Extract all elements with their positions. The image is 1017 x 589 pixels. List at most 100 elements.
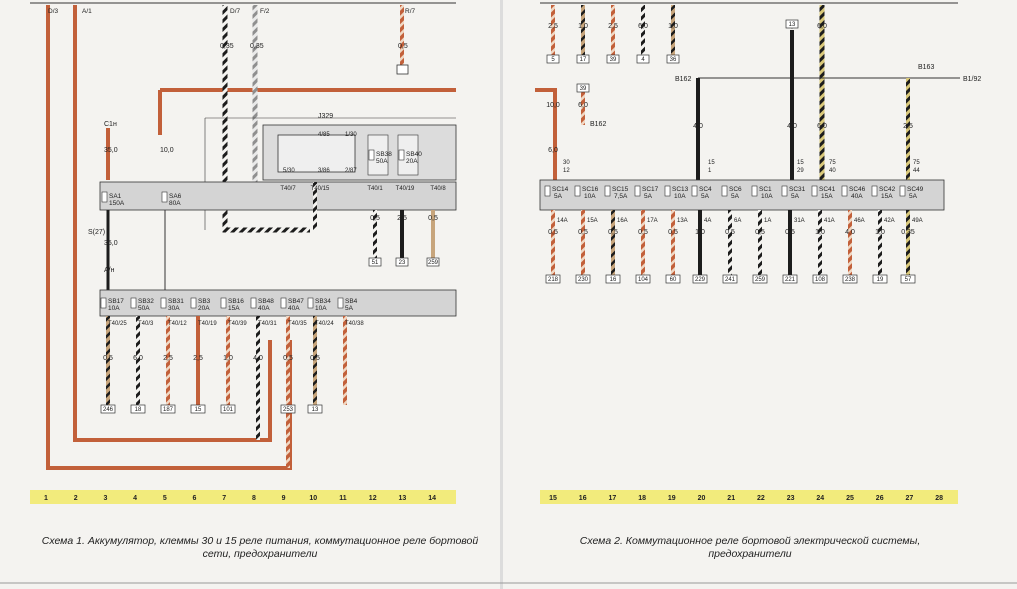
left-diagram (30, 2, 457, 504)
connector-terminal-label: T40/38 (345, 321, 364, 327)
fuse-rating: 40A (851, 193, 863, 200)
pin-label: 75 (829, 160, 836, 166)
right-diagram (535, 2, 960, 504)
fuse-icon (100, 297, 107, 309)
wire-gauge-label: 4,0 (845, 229, 855, 236)
fuse-rating: 15A (228, 305, 240, 312)
b162-label-2: B162 (590, 121, 606, 128)
fuse-name: SC16 (582, 186, 599, 193)
fuse-name: SC31 (789, 186, 806, 193)
axis-number-right: 18 (638, 495, 646, 502)
wire-black-white-d7 (222, 5, 310, 233)
fuse-name: SC6 (729, 186, 742, 193)
axis-number-left: 13 (399, 495, 407, 502)
fuse-name: SC49 (907, 186, 924, 193)
axis-number-left: 8 (252, 495, 256, 502)
fuse-icon (899, 185, 906, 197)
wire-gauge-label: 6,0 (548, 147, 558, 154)
fuse-icon (130, 297, 137, 309)
fuse-icon (398, 149, 405, 161)
fuse-name: SA6 (169, 193, 182, 200)
connector-a-label: A/н (104, 267, 115, 274)
wire-end-box-label: 60 (670, 277, 677, 283)
pin-label: 29 (797, 168, 804, 174)
wire-end-box (130, 404, 146, 414)
wire-gauge-label: 6,0 (578, 102, 588, 109)
fuse-rating: 5A (909, 193, 918, 200)
fuse-name: SB32 (138, 298, 154, 305)
wire-gauge-label: 2,5 (903, 123, 913, 130)
relay-pin-label: 1/30 (345, 132, 357, 138)
connector-terminal-label: T40/7 (280, 186, 296, 192)
wire-end-box (785, 19, 799, 29)
wire-end-box-label: 19 (877, 277, 884, 283)
wire-gauge-label: 1,0 (578, 23, 588, 30)
axis-number-right: 27 (906, 495, 914, 502)
wire-end-box (575, 274, 591, 284)
pin-label: 1 (708, 168, 712, 174)
fuse-name: SC41 (819, 186, 836, 193)
wire-gauge-label: 35,0 (104, 147, 118, 154)
fuse-name: SB47 (288, 298, 304, 305)
relay-j329 (277, 134, 356, 173)
fuse-rating: 5A (345, 305, 354, 312)
fuse-rating: 40A (288, 305, 300, 312)
wire-end-box (900, 274, 916, 284)
b163-label: B163 (918, 64, 934, 71)
fuse-icon (544, 185, 551, 197)
wire-end-box-label: 13 (789, 22, 796, 28)
wire-end-box-label: 39 (580, 86, 587, 92)
axis-number-right: 15 (549, 495, 557, 502)
wire-end-box-label: 253 (283, 407, 294, 413)
fuse-icon (160, 297, 167, 309)
wire-end-box-label: 241 (725, 277, 736, 283)
fuse-name: SB38 (376, 151, 392, 158)
wire-gauge-label: 0,5 (578, 229, 588, 236)
wire-red-loop-inner (73, 5, 272, 442)
wire-gauge-label: 0,5 (370, 215, 380, 222)
axis-number-left: 6 (193, 495, 197, 502)
axis-number-right: 21 (727, 495, 735, 502)
fuse-rating: 20A (406, 158, 418, 165)
connector-terminal-label: 14A (557, 218, 568, 224)
connector-terminal-label: 31A (794, 218, 805, 224)
relay-pin-label: 3/86 (318, 168, 330, 174)
wire-end-box (842, 274, 858, 284)
b192-label: B1/92 (963, 76, 981, 83)
wire-gauge-label: 6,0 (133, 355, 143, 362)
connector-terminal-label: T40/24 (315, 321, 334, 327)
fuse-icon (871, 185, 878, 197)
connector-terminal-label: 15A (587, 218, 598, 224)
fuse-rating: 7,5A (614, 193, 628, 200)
wire-gauge-label: 0,5 (785, 229, 795, 236)
wire-gauge-label: 0,5 (283, 355, 293, 362)
axis-number-right: 25 (846, 495, 854, 502)
pin-label: 15 (797, 160, 804, 166)
wire-end-box-label: 13 (312, 407, 319, 413)
axis-number-left: 9 (282, 495, 286, 502)
connector-terminal-label: 13A (677, 218, 688, 224)
axis-number-left: 11 (339, 495, 347, 502)
relay-pin-label: 5/30 (283, 168, 295, 174)
axis-number-right: 20 (698, 495, 706, 502)
wire-gauge-label: 1,0 (223, 355, 233, 362)
wire-end-box-label: 57 (905, 277, 912, 283)
fuse-icon (604, 185, 611, 197)
fuse-icon (721, 185, 728, 197)
pin-label: 75 (913, 160, 920, 166)
wire-gauge-label: 10,0 (160, 147, 174, 154)
caption-left: Схема 1. Аккумулятор, клеммы 30 и 15 рел… (41, 535, 479, 560)
wire-end-box (190, 404, 206, 414)
fuse-rating: 5A (791, 193, 800, 200)
fuse-icon (220, 297, 227, 309)
fuse-rating: 15A (881, 193, 893, 200)
fuse-rating: 10A (674, 193, 686, 200)
wire-end-box-label: 229 (695, 277, 706, 283)
fuse-rating: 5A (644, 193, 653, 200)
wire-gauge-label: 0,5 (103, 355, 113, 362)
fuse-name: SC42 (879, 186, 896, 193)
wire-end-box-label: 5 (551, 57, 555, 63)
wire-end-box (636, 54, 650, 64)
